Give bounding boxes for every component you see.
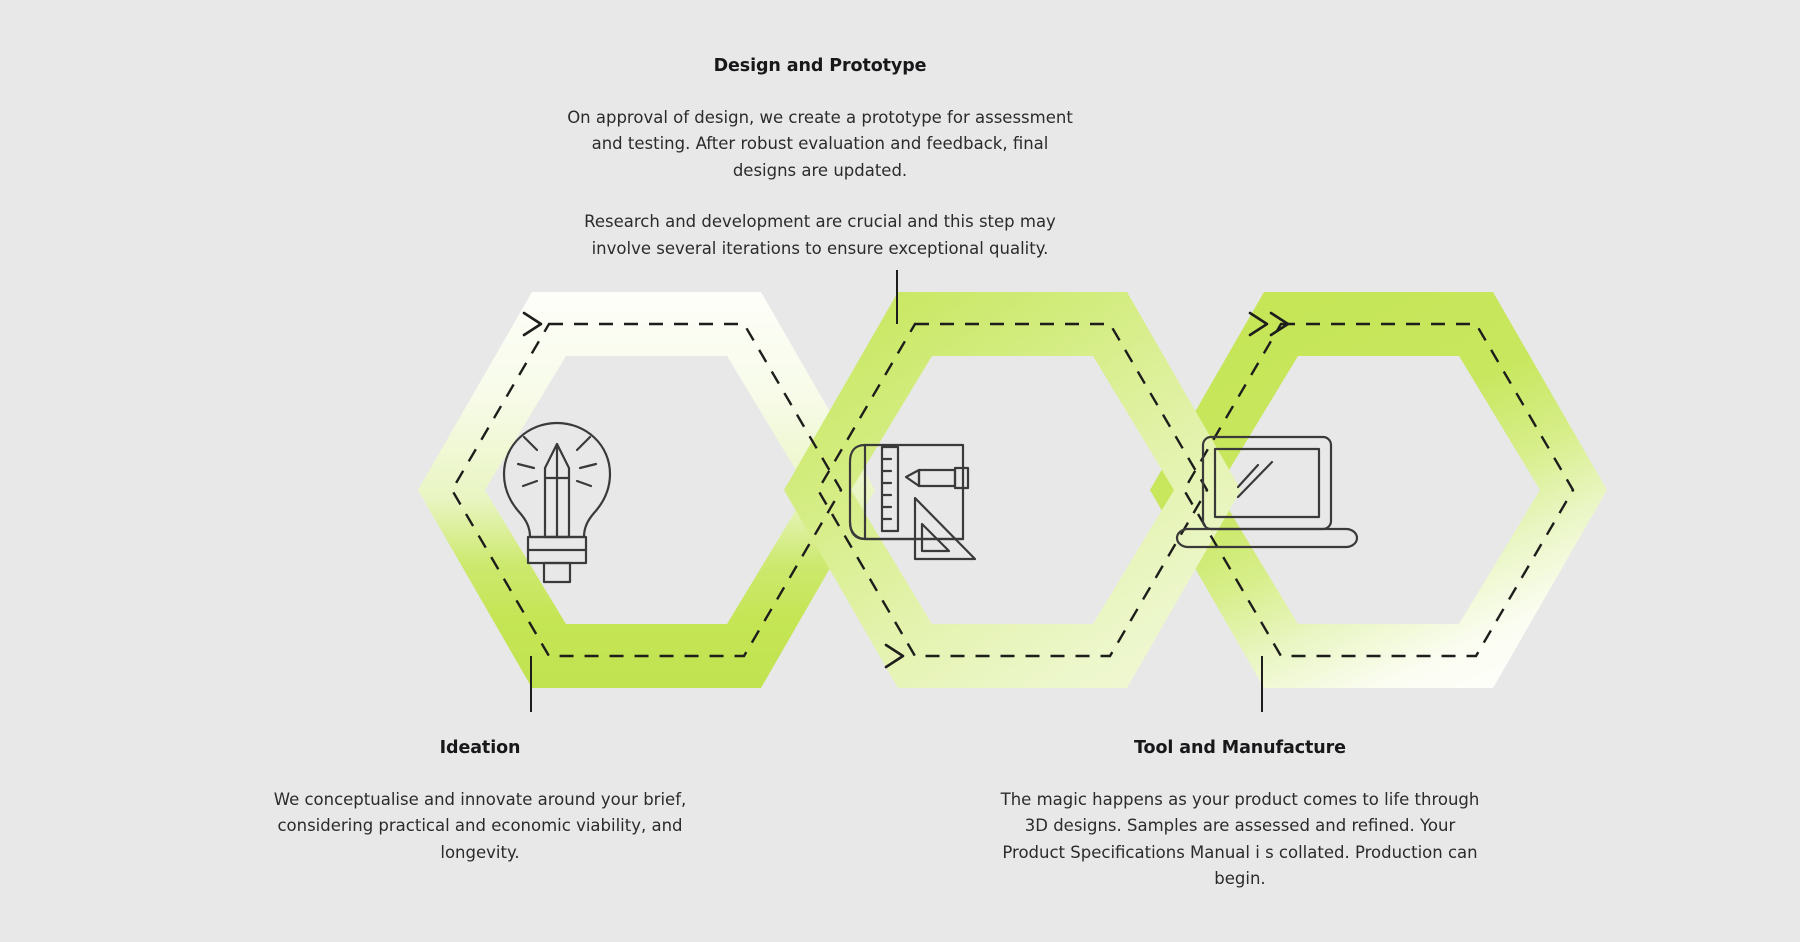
step-title-design-and-prototype: Design and Prototype	[713, 56, 927, 76]
step-block-design-and-prototype: Design and Prototype On approval of desi…	[560, 56, 1080, 262]
flow-arrowheads	[522, 311, 1290, 669]
dashed-flow-path	[450, 322, 1575, 658]
step-block-tool-and-manufacture: Tool and Manufacture The magic happens a…	[1000, 738, 1480, 893]
step-title-ideation: Ideation	[439, 738, 521, 758]
step-title-tool-and-manufacture: Tool and Manufacture	[1134, 738, 1346, 758]
blueprint-ruler-pencil-icon	[848, 443, 977, 561]
step-block-ideation: Ideation We conceptualise and innovate a…	[270, 738, 690, 866]
lightbulb-pencil-icon	[502, 421, 612, 584]
step-paragraph-design-2: Research and development are crucial and…	[584, 212, 1056, 258]
hexagon-ring-design-and-prototype	[745, 260, 1285, 720]
laptop-icon	[1175, 435, 1359, 549]
connector-lines	[530, 270, 1263, 712]
step-paragraph-design-1: On approval of design, we create a proto…	[567, 108, 1073, 180]
step-paragraph-ideation-1: We conceptualise and innovate around you…	[273, 790, 687, 862]
step-paragraph-tool-1: The magic happens as your product comes …	[1000, 790, 1480, 889]
